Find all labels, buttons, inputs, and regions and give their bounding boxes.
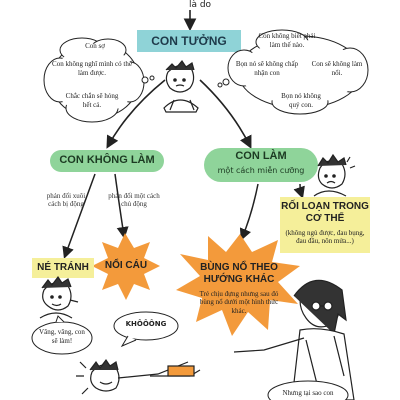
outcome-disorder-label: RỐI LOẠN TRONG CƠ THỂ <box>281 201 369 224</box>
outcome-disorder-desc: (không ngủ được, đau bụng, đau đầu, nôn … <box>285 229 365 246</box>
branch-right-shape <box>204 148 318 182</box>
speech-bottom-text: Nhưng tại sao con <box>282 389 334 397</box>
speech-flee-text: Vâng, vâng, con sẽ làm! <box>39 328 85 345</box>
branch-left-shape <box>50 150 164 172</box>
fleeing-kid-drawing <box>39 275 79 319</box>
branch-right-sublabel: một cách miễn cưỡng <box>217 166 305 175</box>
thought-left-1: Con sợ <box>85 42 105 50</box>
worried-kid-drawing <box>313 153 356 197</box>
thought-left-3: Chắc chắn sẽ hỏng hết cả. <box>65 92 119 109</box>
branch-right-label: CON LÀM <box>235 150 287 162</box>
center-box-shape <box>137 30 241 52</box>
speech-bubble-bottom <box>267 380 349 400</box>
thought-right-1: Con không biết phải làm thế nào. <box>258 32 316 49</box>
thought-right-4: Bọn nó không quý con. <box>281 92 321 109</box>
tantrum-kid-drawing <box>76 358 201 395</box>
arrow-to-rage <box>114 173 129 239</box>
thought-right-2: Bọn nó sẽ không chấp nhận con <box>235 60 299 77</box>
arrow-to-left-branch <box>106 79 166 149</box>
right-thought-bubble <box>217 29 369 115</box>
arrow-to-disorder <box>293 183 305 199</box>
outcome-flee-shape <box>32 258 94 278</box>
speech-bubble-rage <box>113 311 179 341</box>
outcome-rage-label: NỔI CÁU <box>104 260 148 271</box>
arrow-to-explode <box>239 183 259 241</box>
edge-label-fight: phản đối một cách chủ động <box>108 192 160 209</box>
center-box-label: CON TƯỞNG <box>151 34 227 48</box>
outcome-flee-label: NÉ TRÁNH <box>37 262 89 273</box>
arrow-to-right-branch <box>199 79 252 149</box>
outcome-explode-shape <box>176 234 300 336</box>
edge-label-flee: phản đối xuôi cách bị động <box>46 192 86 209</box>
left-thought-bubble <box>43 37 155 123</box>
outcome-explode-desc: Trẻ chịu đựng nhưng sau đó bùng nổ dưới … <box>199 290 279 315</box>
outcome-disorder-shape <box>280 197 370 253</box>
arrow-to-flee <box>62 173 96 259</box>
branch-left-label: CON KHÔNG LÀM <box>59 154 155 166</box>
outcome-rage-shape <box>92 233 160 300</box>
thought-right-3: Con sẽ không làm nổi. <box>311 60 363 77</box>
thinking-kid-drawing <box>163 60 199 113</box>
top-caption: là do <box>188 0 212 10</box>
thought-left-2: Con không nghĩ mình có thể làm được. <box>52 60 132 77</box>
speech-rage-text: KHÔÔÔNG <box>125 320 167 328</box>
outcome-explode-label: BÙNG NỔ THEO HƯỚNG KHÁC <box>200 262 278 285</box>
